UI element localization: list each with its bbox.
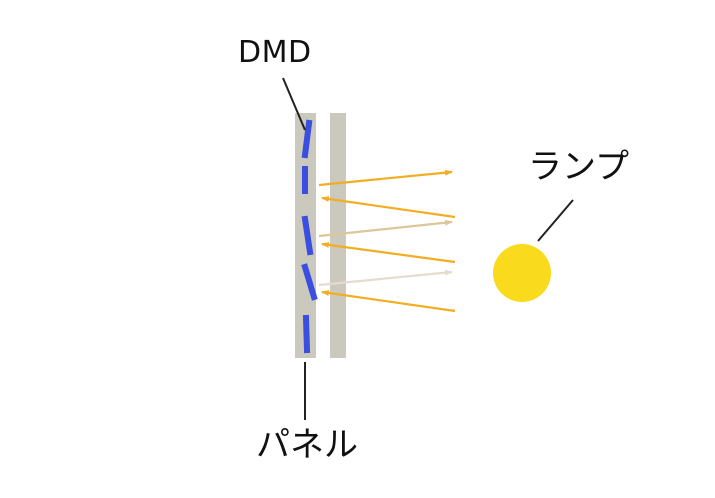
beam-incident — [321, 290, 456, 313]
light-beams — [318, 169, 456, 313]
dmd-mirror — [301, 263, 318, 301]
dmd-mirror — [302, 314, 311, 354]
beam-reflected-faint — [318, 219, 453, 238]
dmd-mirror — [301, 215, 314, 256]
beam-reflected-faint — [318, 269, 453, 287]
leader-line-lamp — [537, 199, 574, 242]
beam-incident — [321, 196, 456, 219]
dmd-mirror — [301, 119, 313, 159]
panel-label: パネル — [256, 425, 358, 465]
leader-line-dmd — [282, 77, 306, 131]
dmd-label: DMD — [238, 35, 312, 70]
leader-lines — [282, 77, 574, 420]
lamp-label: ランプ — [528, 147, 629, 187]
lamp-circle — [493, 244, 551, 302]
panel-plate-glass — [330, 113, 346, 358]
dmd-mirrors — [301, 119, 318, 354]
beam-reflected — [318, 169, 453, 187]
beam-incident — [321, 241, 456, 264]
